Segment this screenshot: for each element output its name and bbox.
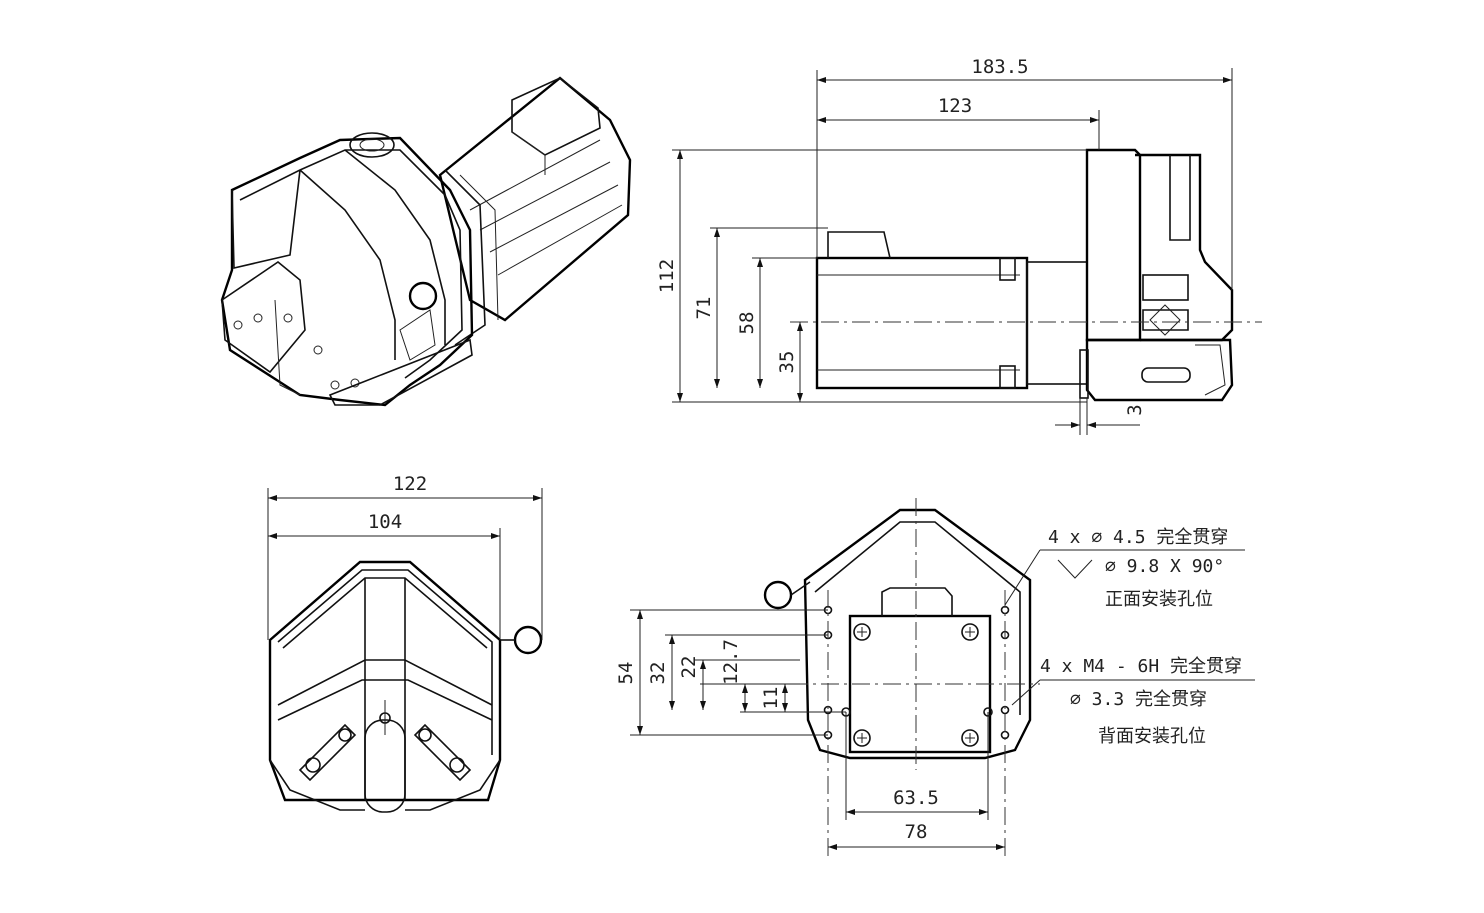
dim-78: 78	[905, 821, 928, 843]
dim-58: 58	[736, 312, 758, 335]
dim-3: 3	[1124, 404, 1146, 415]
note-rear-holes-2: ∅ 3.3 完全贯穿	[1070, 689, 1207, 710]
side-view: 183.5 123 112 71 58 35 3	[656, 56, 1262, 435]
dim-32: 32	[647, 662, 669, 685]
rear-view: 54 32 22 12.7 11 63.5 78 4 x ∅ 4.5 完全贯穿 …	[615, 498, 1255, 860]
dim-63-5: 63.5	[893, 787, 939, 809]
dim-112: 112	[656, 259, 678, 293]
note-front-holes-2: ∅ 9.8 X 90°	[1105, 556, 1224, 577]
dim-11: 11	[760, 687, 782, 710]
dim-122: 122	[393, 473, 427, 495]
dim-12-7: 12.7	[720, 639, 742, 685]
note-rear-holes-3: 背面安装孔位	[1098, 726, 1206, 747]
dim-35: 35	[776, 351, 798, 374]
dim-104: 104	[368, 511, 402, 533]
dim-71: 71	[693, 297, 715, 320]
dim-54: 54	[615, 662, 637, 685]
front-view: 122 104	[267, 473, 543, 813]
dim-183-5: 183.5	[971, 56, 1028, 78]
isometric-view	[220, 76, 632, 407]
hole-notes: 4 x ∅ 4.5 完全贯穿 ∅ 9.8 X 90° 正面安装孔位 4 x M4…	[1004, 527, 1255, 747]
note-front-holes-3: 正面安装孔位	[1105, 589, 1213, 610]
rear-motor-screws	[853, 623, 979, 747]
dim-22: 22	[678, 656, 700, 679]
note-front-holes-1: 4 x ∅ 4.5 完全贯穿	[1048, 527, 1228, 548]
note-rear-holes-1: 4 x M4 - 6H 完全贯穿	[1040, 656, 1242, 677]
dim-123: 123	[938, 95, 972, 117]
